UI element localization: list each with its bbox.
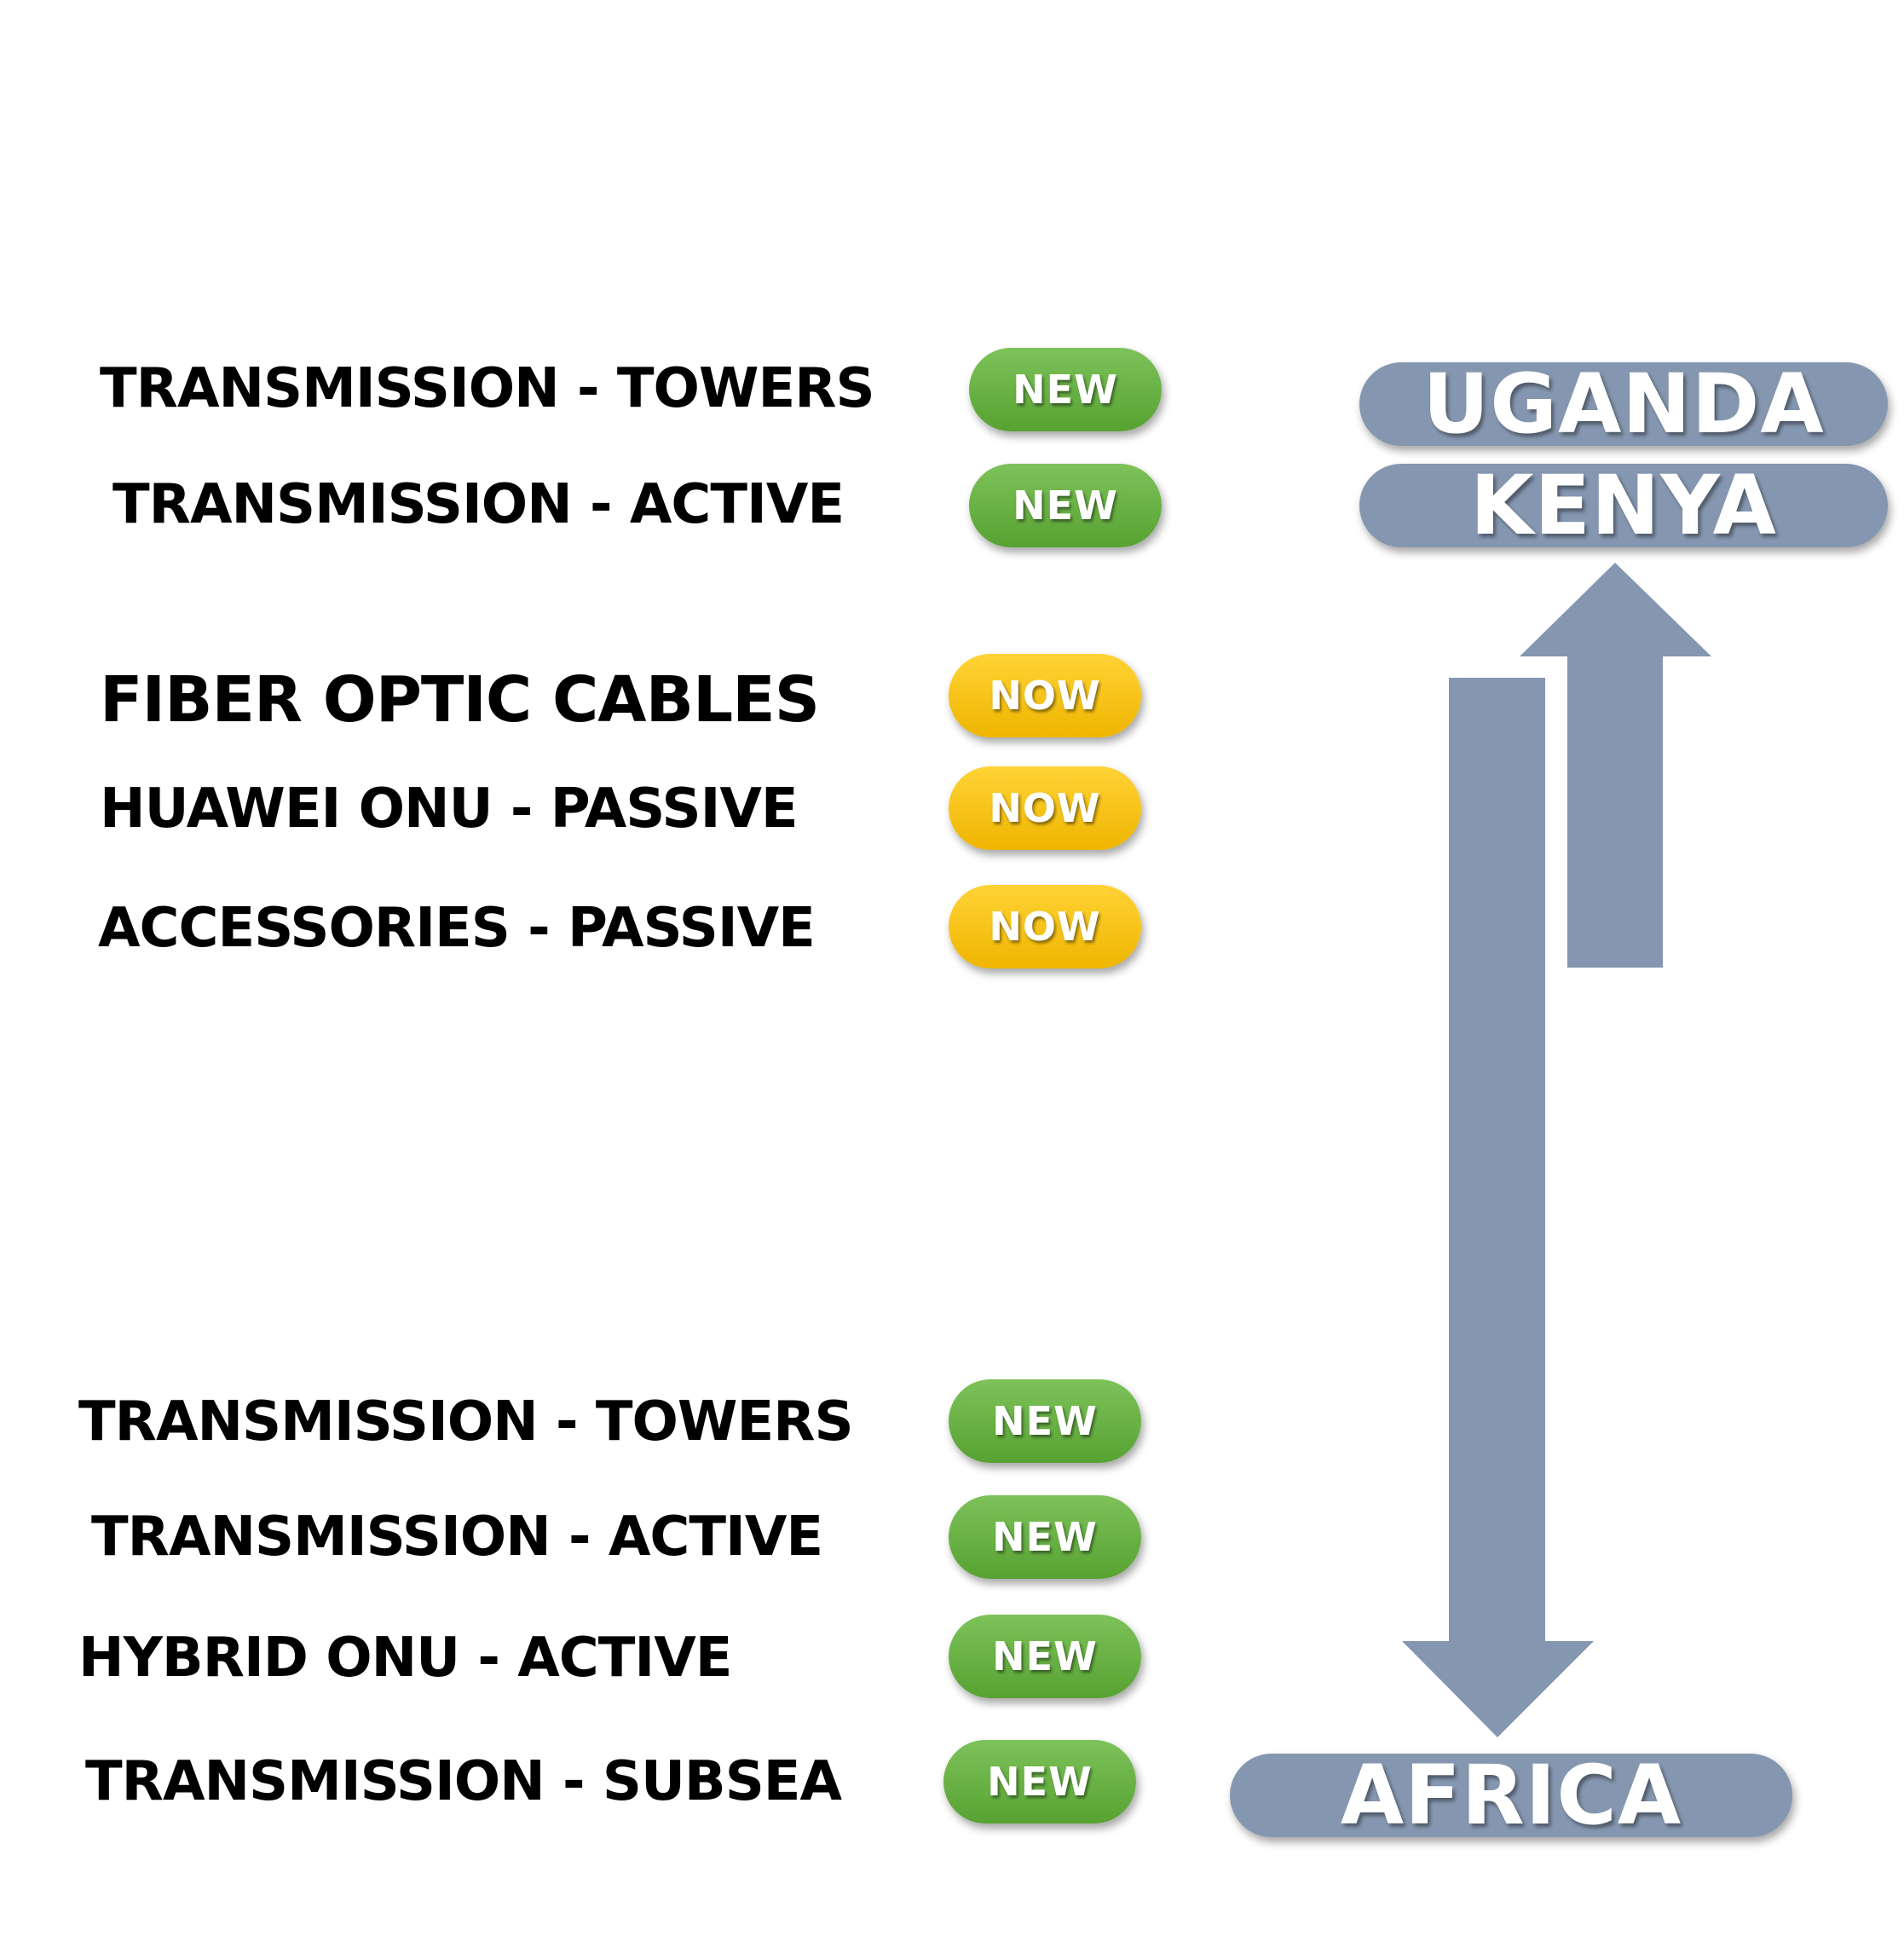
item-label-hybrid-onu-active: HYBRID ONU - ACTIVE <box>78 1627 732 1690</box>
item-label-transmission-active-top: TRANSMISSION - ACTIVE <box>113 473 845 536</box>
new-badge: NEW <box>949 1495 1141 1579</box>
item-label-transmission-towers-bottom: TRANSMISSION - TOWERS <box>78 1390 854 1454</box>
item-label-transmission-active-bottom: TRANSMISSION - ACTIVE <box>91 1506 823 1569</box>
region-kenya: KENYA <box>1359 458 1888 553</box>
new-badge: NEW <box>949 1379 1141 1463</box>
item-label-transmission-subsea: TRANSMISSION - SUBSEA <box>85 1750 842 1813</box>
region-africa: AFRICA <box>1230 1748 1792 1843</box>
new-badge: NEW <box>949 1615 1141 1698</box>
item-label-transmission-towers-top: TRANSMISSION - TOWERS <box>100 357 875 420</box>
down-arrow-icon <box>1402 678 1594 1737</box>
new-badge: NEW <box>969 348 1162 431</box>
now-badge: NOW <box>949 654 1141 737</box>
item-label-accessories-passive: ACCESSORIES - PASSIVE <box>98 897 816 960</box>
up-arrow-icon <box>1520 563 1711 968</box>
now-badge: NOW <box>949 885 1141 968</box>
item-label-huawei-onu-passive: HUAWEI ONU - PASSIVE <box>100 777 799 841</box>
now-badge: NOW <box>949 766 1141 850</box>
new-badge: NEW <box>969 464 1162 547</box>
new-badge: NEW <box>943 1740 1136 1824</box>
region-uganda: UGANDA <box>1359 356 1888 452</box>
item-label-fiber-optic-cables: FIBER OPTIC CABLES <box>100 663 820 737</box>
